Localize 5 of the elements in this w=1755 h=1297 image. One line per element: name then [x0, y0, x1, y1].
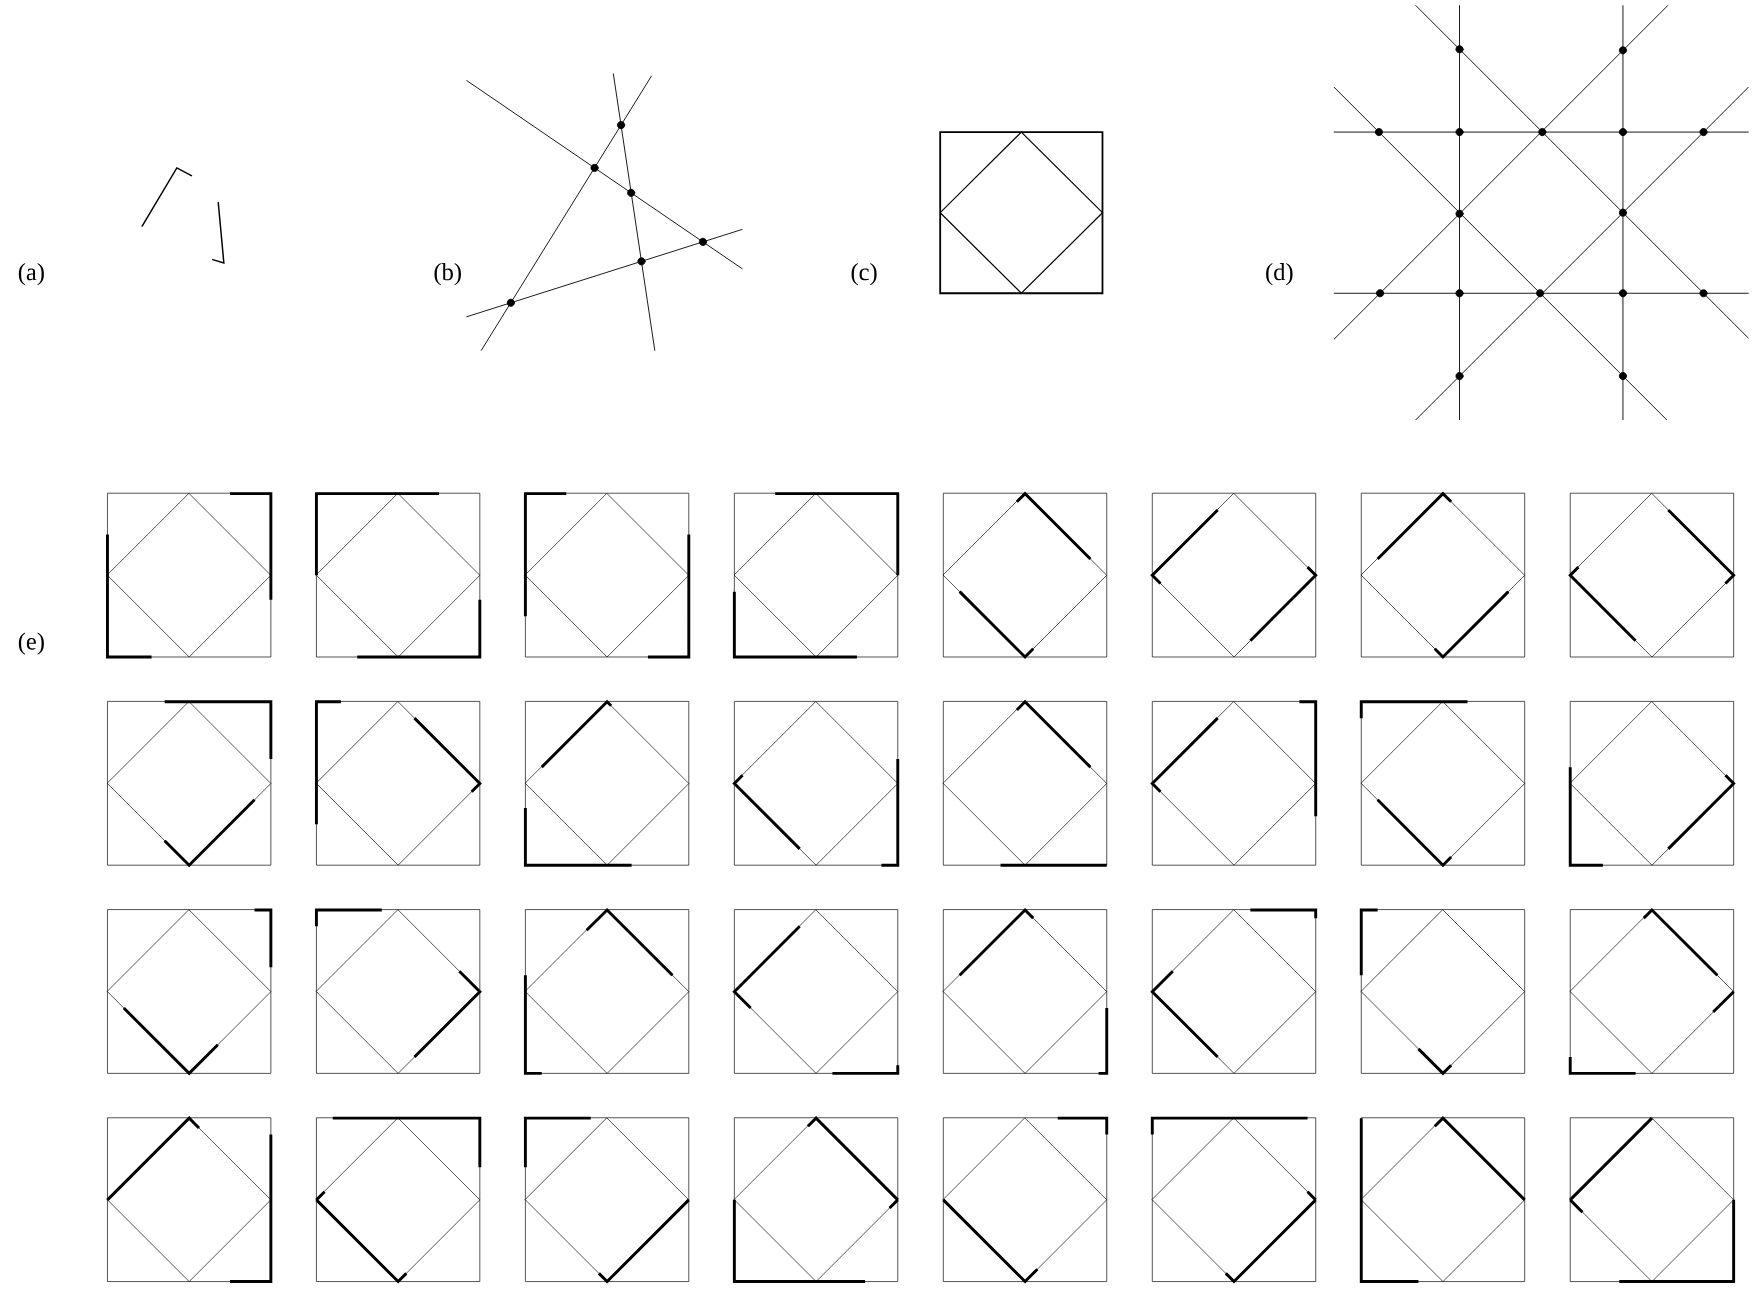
panel-label: (b) — [434, 263, 461, 286]
panel-label: (d) — [1266, 263, 1293, 286]
panel-label: (e) — [18, 632, 44, 655]
panel-label: (c) — [851, 263, 877, 286]
panel-label: (a) — [18, 263, 44, 286]
